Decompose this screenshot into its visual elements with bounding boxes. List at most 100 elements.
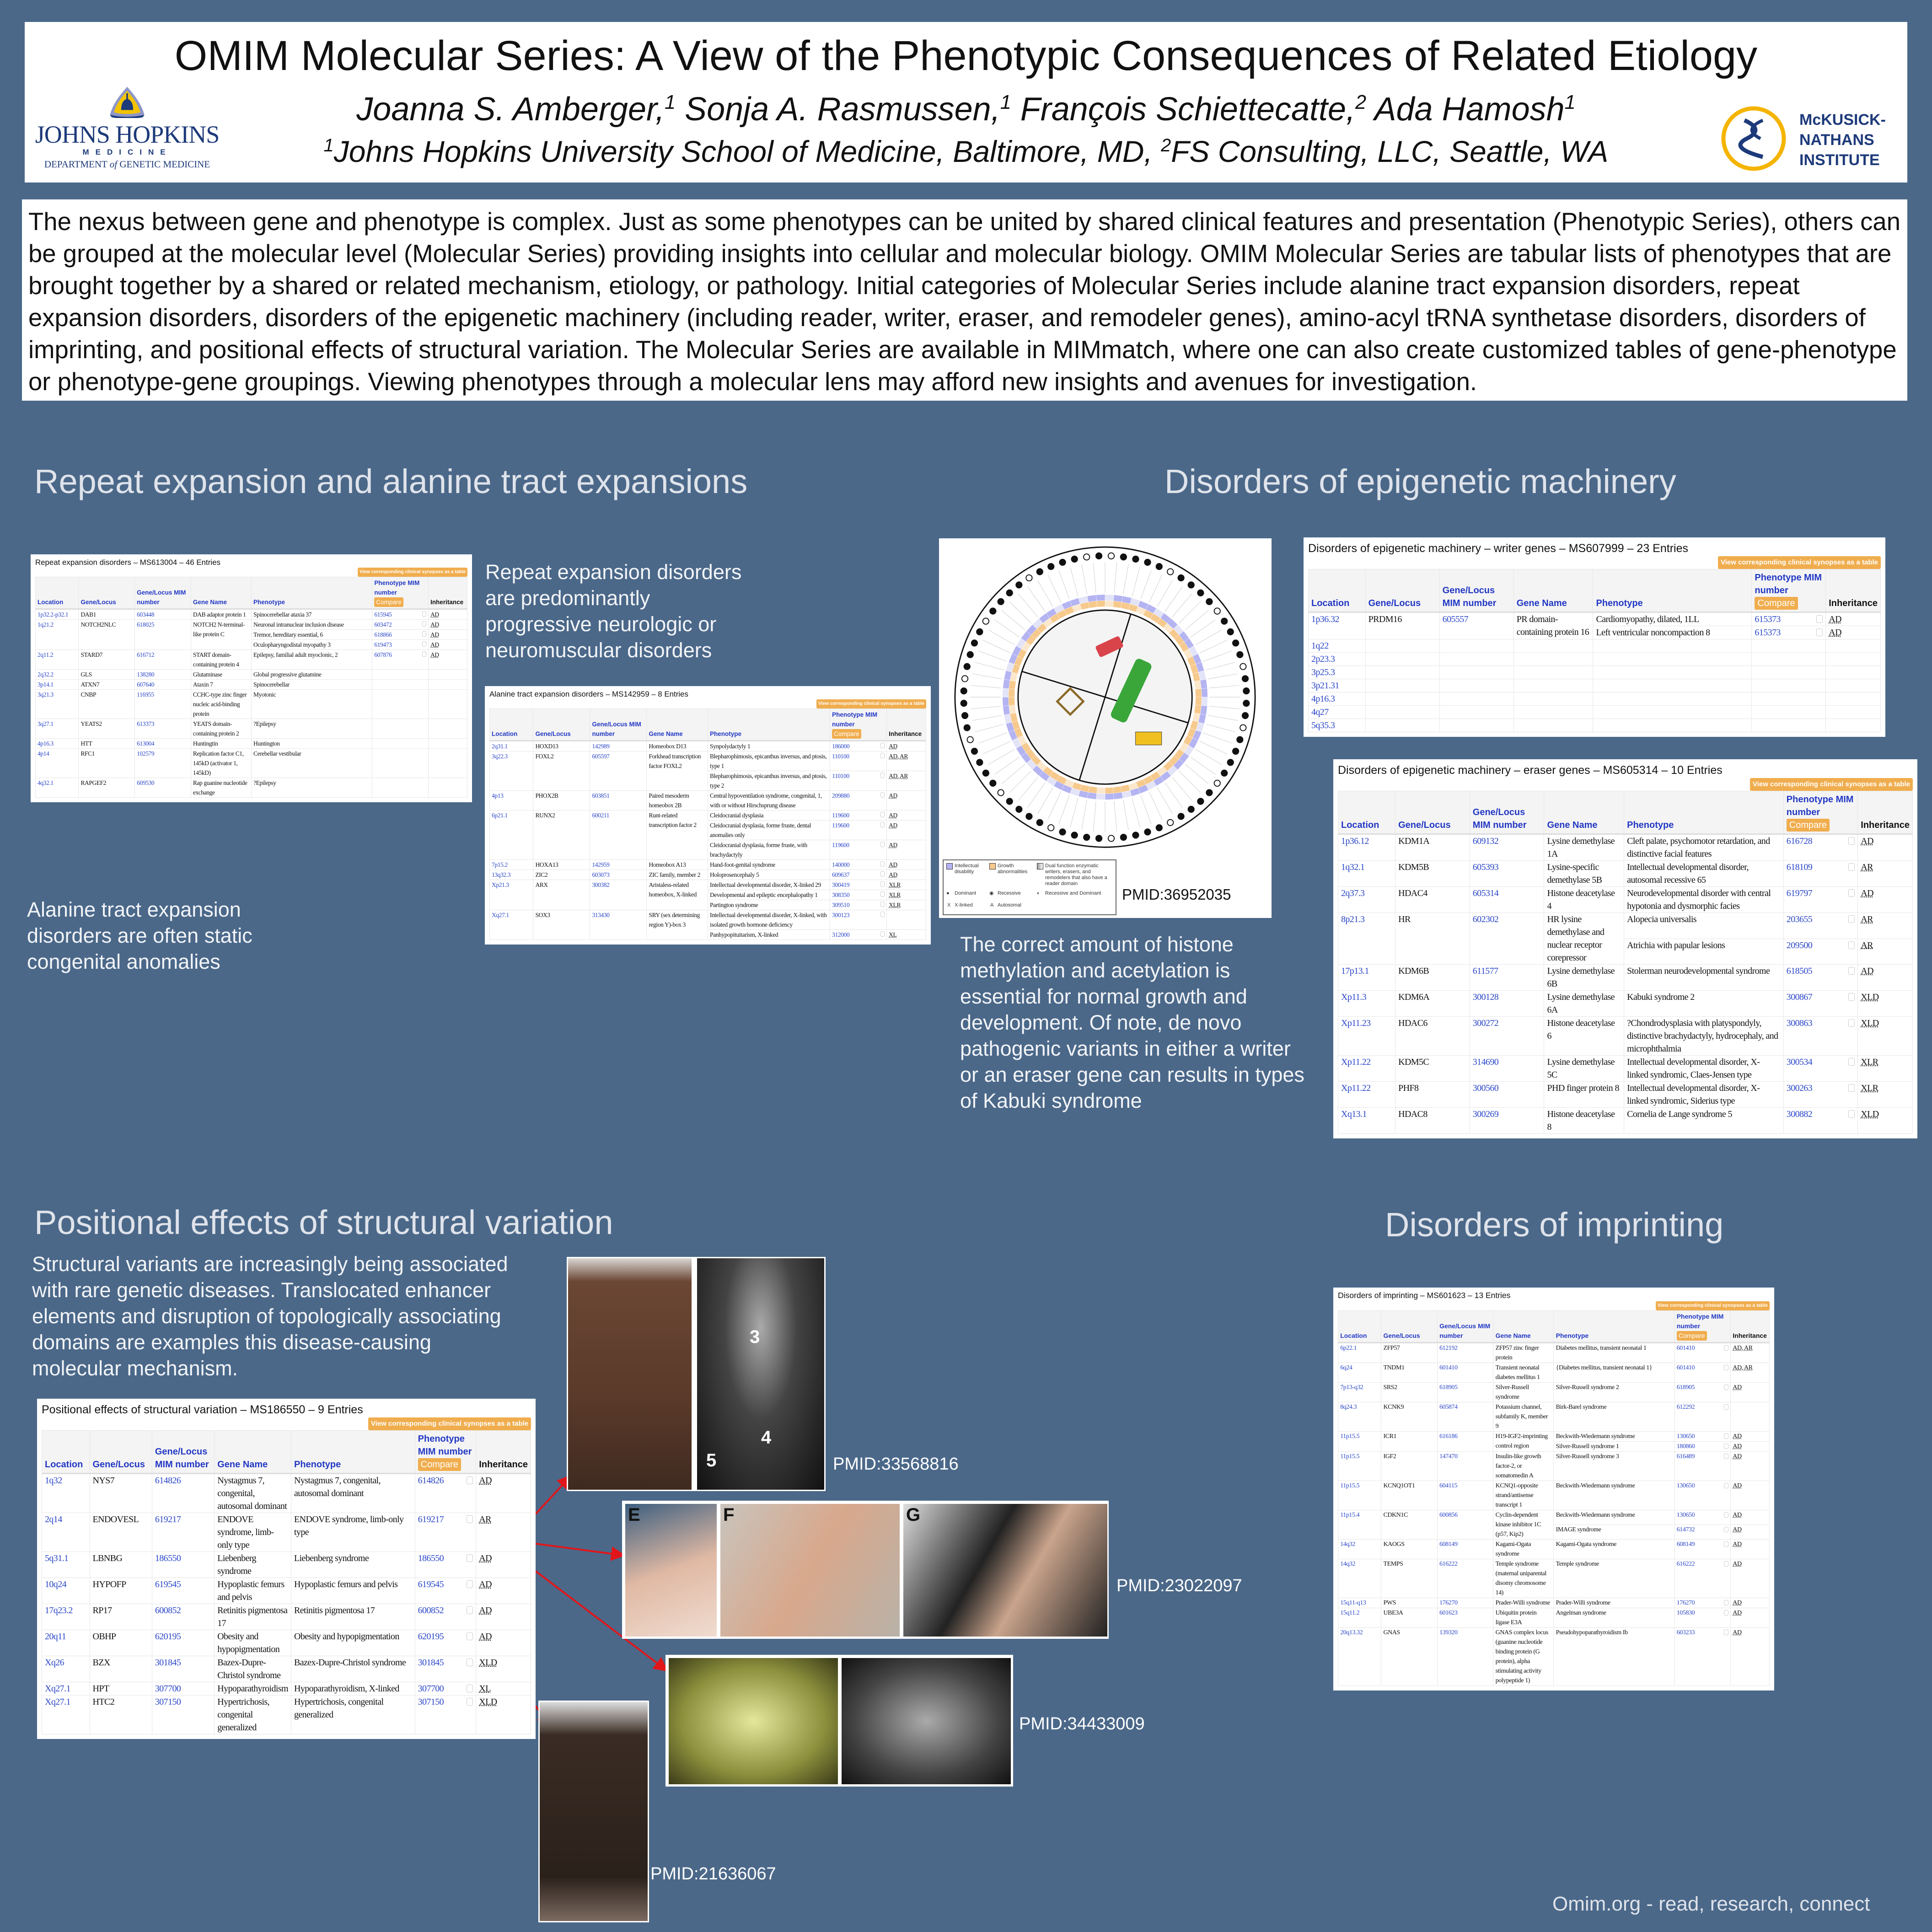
compare-checkbox[interactable] <box>1848 1058 1855 1066</box>
phenotype-mim-link[interactable]: 130650 <box>1674 1431 1731 1442</box>
compare-checkbox[interactable] <box>1724 1526 1728 1532</box>
phenotype-mim-link[interactable] <box>372 679 429 690</box>
gene-mim-link[interactable]: 314690 <box>1469 1055 1545 1082</box>
location-link[interactable]: Xp21.3 <box>489 880 534 911</box>
gene-mim-link[interactable]: 186550 <box>151 1551 215 1578</box>
phenotype-mim-link[interactable]: 300123 <box>830 910 887 930</box>
sort-location-header[interactable]: Location <box>1337 791 1396 835</box>
compare-button[interactable]: Compare <box>418 1458 461 1471</box>
mim-number[interactable]: 615373 <box>1755 628 1781 638</box>
view-synopses-button[interactable]: View corresponding clinical synopses as … <box>816 699 926 708</box>
gene-mim-link[interactable]: 619545 <box>151 1578 215 1604</box>
sort-gene-name-header[interactable]: Gene Name <box>646 708 708 742</box>
mim-number[interactable]: 615373 <box>1755 614 1781 624</box>
compare-checkbox[interactable] <box>1724 1561 1728 1567</box>
compare-checkbox[interactable] <box>1724 1482 1728 1488</box>
gene-mim-link[interactable] <box>1439 679 1514 692</box>
phenotype-mim-link[interactable]: 186550 <box>414 1551 477 1578</box>
gene-mim-link[interactable]: 605314 <box>1469 886 1545 913</box>
gene-mim-link[interactable] <box>1439 705 1514 719</box>
phenotype-mim-link[interactable]: 300863 <box>1783 1016 1858 1056</box>
location-link[interactable]: 11p15.5 <box>1337 1481 1382 1511</box>
gene-mim-link[interactable]: 300382 <box>590 880 647 911</box>
mim-number[interactable]: 307700 <box>418 1684 444 1694</box>
mim-number[interactable]: 614732 <box>1676 1526 1695 1534</box>
compare-checkbox[interactable] <box>1724 1610 1728 1615</box>
location-link[interactable]: 11p15.5 <box>1337 1451 1382 1481</box>
location-link[interactable]: 8p21.3 <box>1337 912 1396 965</box>
phenotype-mim-link[interactable] <box>372 719 429 739</box>
mim-number[interactable]: 618505 <box>1786 966 1813 976</box>
location-link[interactable]: 5q35.3 <box>1308 719 1366 732</box>
mim-number[interactable]: 186000 <box>832 743 850 750</box>
compare-checkbox[interactable] <box>880 912 885 917</box>
gene-mim-link[interactable]: 616186 <box>1437 1431 1494 1452</box>
phenotype-mim-link[interactable]: 618866 <box>372 629 429 640</box>
sort-location-header[interactable]: Location <box>35 576 79 610</box>
mim-number[interactable]: 618866 <box>374 631 392 639</box>
phenotype-mim-link[interactable]: 619797 <box>1783 886 1858 913</box>
location-link[interactable]: 1p32.2-p32.1 <box>35 609 79 620</box>
mim-number[interactable]: 616728 <box>1786 836 1813 846</box>
phenotype-mim-link[interactable]: 614826 <box>414 1473 477 1513</box>
mim-number[interactable]: 601410 <box>1676 1345 1695 1352</box>
compare-checkbox[interactable] <box>1848 967 1855 975</box>
compare-checkbox[interactable] <box>1816 615 1823 623</box>
phenotype-mim-link[interactable]: 110100 <box>830 751 887 772</box>
phenotype-mim-link[interactable] <box>372 778 429 798</box>
mim-number[interactable]: 301845 <box>418 1658 444 1668</box>
compare-checkbox[interactable] <box>1848 941 1855 949</box>
compare-checkbox[interactable] <box>880 792 885 798</box>
location-link[interactable]: 6q24 <box>1337 1363 1382 1383</box>
gene-mim-link[interactable]: 618025 <box>134 619 191 650</box>
sort-gene-header[interactable]: Gene/Locus <box>1365 569 1440 613</box>
location-link[interactable]: Xp11.22 <box>1337 1055 1396 1082</box>
sort-gene-mim-header[interactable]: Gene/Locus MIM number <box>134 576 191 610</box>
compare-checkbox[interactable] <box>880 861 885 867</box>
location-link[interactable]: 17p13.1 <box>1337 964 1396 991</box>
mim-number[interactable]: 300867 <box>1786 992 1813 1002</box>
figure-pmid[interactable]: PMID:36952035 <box>1122 886 1231 903</box>
view-synopses-button[interactable]: View corresponding clinical synopses as … <box>1655 1301 1770 1310</box>
compare-checkbox[interactable] <box>467 1476 473 1484</box>
gene-mim-link[interactable]: 604115 <box>1437 1481 1494 1511</box>
gene-mim-link[interactable]: 116955 <box>134 689 191 719</box>
gene-mim-link[interactable]: 307700 <box>151 1682 215 1696</box>
location-link[interactable]: 6p22.1 <box>1337 1342 1382 1363</box>
gene-mim-link[interactable]: 102579 <box>134 748 191 778</box>
mim-number[interactable]: 176270 <box>1676 1599 1695 1607</box>
location-link[interactable]: 4p16.3 <box>1308 692 1366 706</box>
compare-checkbox[interactable] <box>880 743 885 748</box>
compare-checkbox[interactable] <box>1724 1433 1728 1439</box>
gene-mim-link[interactable]: 603448 <box>134 609 191 620</box>
sort-gene-header[interactable]: Gene/Locus <box>1381 1310 1438 1344</box>
mim-number[interactable]: 300534 <box>1786 1057 1813 1067</box>
compare-checkbox[interactable] <box>422 651 426 657</box>
sort-gene-header[interactable]: Gene/Locus <box>89 1430 152 1474</box>
phenotype-mim-link[interactable]: 616489 <box>1674 1451 1731 1481</box>
mim-number[interactable]: 105830 <box>1676 1610 1695 1617</box>
phenotype-mim-link[interactable] <box>1751 705 1826 719</box>
mim-number[interactable]: 615945 <box>374 611 392 618</box>
gene-mim-link[interactable]: 142989 <box>590 741 647 752</box>
phenotype-mim-link[interactable]: 619217 <box>414 1513 477 1552</box>
gene-mim-link[interactable]: 616712 <box>134 649 191 670</box>
view-synopses-button[interactable]: View corresponding clinical synopses as … <box>1717 556 1881 569</box>
sort-location-header[interactable]: Location <box>489 708 534 742</box>
compare-checkbox[interactable] <box>467 1554 473 1562</box>
location-link[interactable]: 14q32 <box>1337 1559 1382 1599</box>
location-link[interactable]: 2p23.3 <box>1308 652 1366 666</box>
mim-number[interactable]: 600852 <box>418 1605 444 1615</box>
location-link[interactable]: 4q32.1 <box>35 778 79 798</box>
phenotype-mim-link[interactable]: 618905 <box>1674 1382 1731 1403</box>
phenotype-mim-link[interactable]: 616728 <box>1783 834 1858 861</box>
gene-mim-link[interactable]: 613004 <box>134 738 191 749</box>
gene-mim-link[interactable]: 611577 <box>1469 964 1545 991</box>
gene-mim-link[interactable]: 138280 <box>134 669 191 680</box>
